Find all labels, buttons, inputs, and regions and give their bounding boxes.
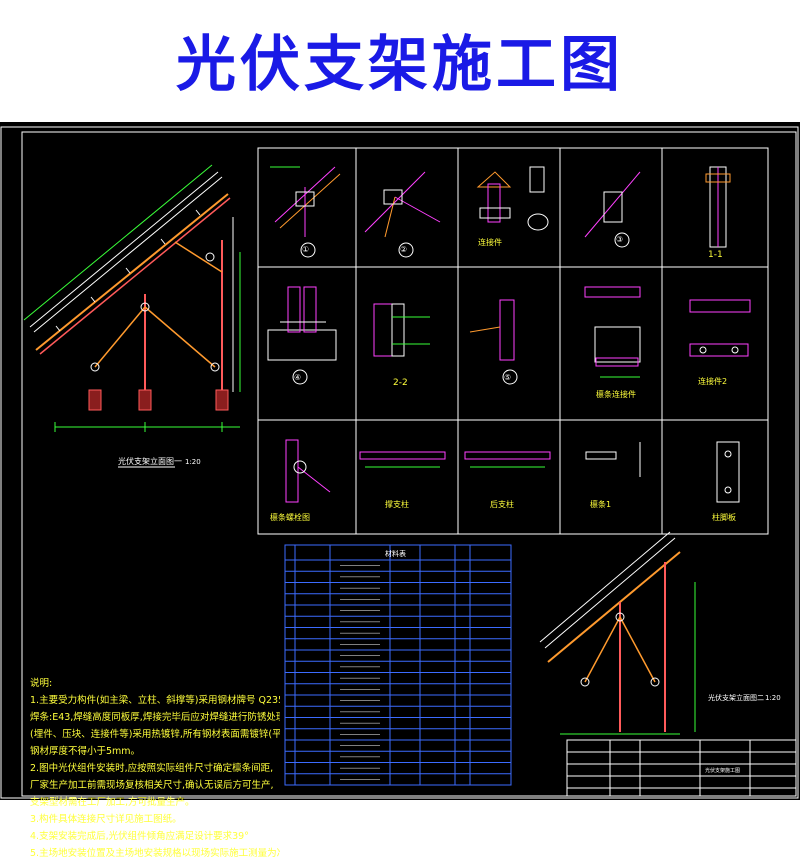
title-block-label: 光伏支架施工图: [705, 767, 740, 774]
note-line: 3.构件具体连接尺寸详见施工图纸。: [30, 814, 182, 825]
note-line: 4.支架安装完成后,光伏组件倾角应满足设计要求39°: [30, 831, 249, 842]
detail-label-1-1: 1-1: [708, 250, 723, 260]
note-line: (埋件、压块、连接件等)采用热镀锌,所有钢材表面需镀锌(平均≥65μm): [30, 729, 280, 740]
detail-base-plate: [716, 441, 740, 503]
page-title: 光伏支架施工图: [176, 30, 624, 100]
detail-4: [267, 286, 337, 385]
detail-label-purlin-1: 檩条1: [590, 499, 611, 509]
detail-label-purlin-connector: 檩条连接件: [596, 389, 636, 399]
detail-connector-2: [689, 299, 751, 357]
detail-label-base-plate: 柱脚板: [712, 512, 736, 522]
detail-strut-column: [359, 451, 446, 468]
detail-label-3: ③: [616, 235, 623, 244]
detail-label-strut-column: 撑支柱: [385, 499, 409, 509]
title-block: [566, 739, 797, 797]
main-elevation-scale: 1:20: [185, 458, 201, 466]
detail-label-1: ①: [302, 245, 309, 254]
design-notes: 说明: 1.主要受力构件(如主梁、立柱、斜撑等)采用钢材牌号 Q235B 焊条:…: [30, 675, 280, 862]
material-table-title: 材料表: [385, 549, 406, 558]
detail-label-4: ④: [294, 373, 301, 382]
dim-line-slope: [23, 164, 213, 321]
note-line: 钢材厚度不得小于5mm。: [30, 746, 141, 757]
second-elevation-label: 光伏支架立面图二: [708, 693, 764, 702]
detail-2: [364, 171, 441, 258]
purlin-line-orange: [35, 193, 229, 351]
detail-label-connector-2: 连接件2: [698, 376, 727, 386]
joint-node: [90, 362, 100, 372]
detail-5: [469, 299, 518, 385]
detail-1: [270, 166, 341, 258]
cad-drawing-sheet: 光伏支架立面图一 1:20: [0, 122, 800, 859]
panel-beam-edge-outer: [29, 171, 219, 328]
detail-purlin-bolt: [285, 439, 331, 503]
detail-purlin-connector: [584, 286, 641, 378]
footing-base: [88, 389, 102, 411]
footing-base: [215, 389, 229, 411]
joint-node: [210, 362, 220, 372]
detail-connector: [476, 166, 549, 231]
note-line: 支架型材需在工厂加工,方可批量生产。: [30, 797, 195, 808]
purlin-ticks: [55, 209, 201, 332]
inner-frame: [21, 131, 797, 797]
panel-beam-edge-inner: [33, 176, 223, 333]
cad-drawing-canvas: 光伏支架立面图一 1:20: [0, 126, 799, 799]
detail-label-purlin-bolt: 檩条螺栓图: [270, 512, 310, 522]
detail-rear-column: [464, 451, 551, 468]
outer-frame: [0, 126, 799, 799]
joint-node: [140, 302, 150, 312]
brace-rear: [174, 241, 223, 273]
note-line: 1.主要受力构件(如主梁、立柱、斜撑等)采用钢材牌号 Q235B: [30, 695, 280, 706]
second-elevation-view: [539, 531, 696, 735]
note-line: 焊条:E43,焊缝高度同板厚,焊接完毕后应对焊缝进行防锈处理: [30, 712, 280, 723]
detail-label-connector: 连接件: [478, 237, 502, 247]
joint-node: [205, 252, 215, 262]
detail-grid: [257, 147, 769, 535]
detail-label-2-2: 2-2: [393, 378, 408, 388]
material-table-rows: [285, 559, 511, 786]
brace-right: [144, 306, 216, 368]
detail-purlin-1: [585, 442, 641, 477]
brace-left: [94, 306, 146, 368]
detail-section-2-2: [373, 303, 430, 357]
title-band: 光伏支架施工图: [0, 0, 800, 122]
detail-label-2: ②: [400, 245, 407, 254]
detail-3: [584, 171, 641, 248]
notes-heading: 说明:: [30, 678, 53, 689]
detail-section-1-1: [705, 166, 731, 248]
note-line: 厂家生产加工前需现场复核相关尺寸,确认无误后方可生产,: [30, 780, 274, 791]
main-elevation-label: 光伏支架立面图一: [118, 456, 182, 466]
second-elevation-scale: 1:20: [765, 694, 781, 702]
detail-label-rear-column: 后支柱: [490, 499, 514, 509]
material-table: [284, 544, 512, 786]
detail-label-5: ⑤: [504, 373, 511, 382]
note-line: 5.主场地安装位置及主场地安装规格以现场实际施工测量为准。: [30, 848, 280, 859]
note-line: 2.图中光伏组件安装时,应按照实际组件尺寸确定檩条间距,: [30, 763, 274, 774]
main-elevation-view: [23, 164, 241, 432]
purlin-line-red: [39, 197, 231, 355]
footing-base: [138, 389, 152, 411]
